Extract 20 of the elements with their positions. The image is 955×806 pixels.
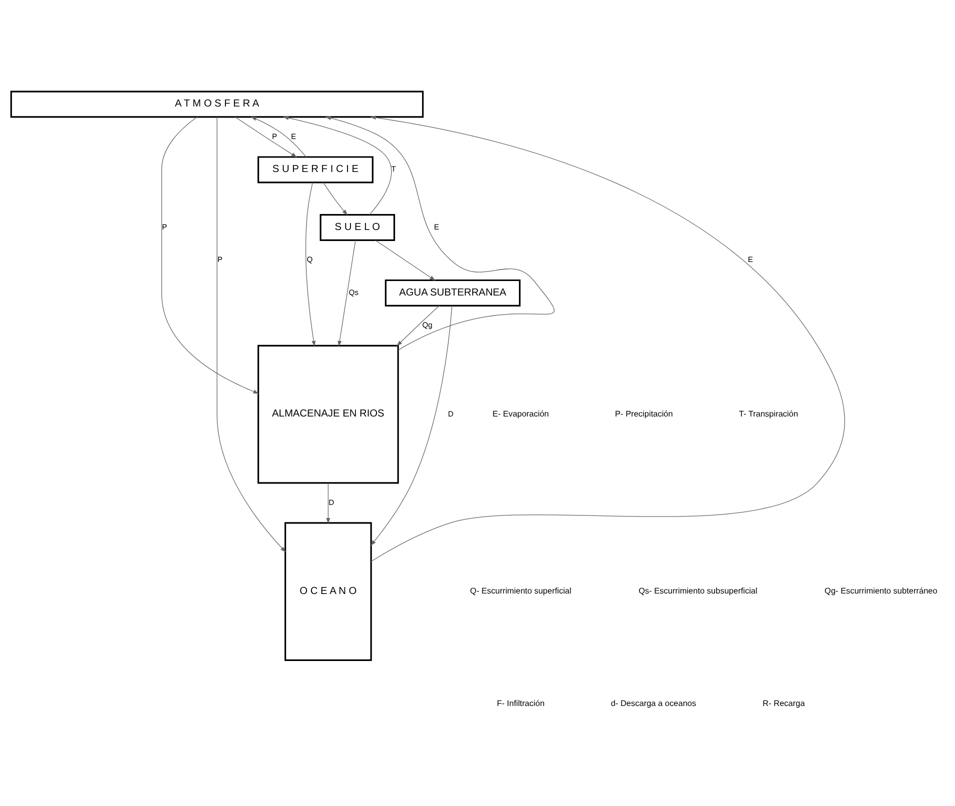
arrow xyxy=(216,116,286,552)
arrow xyxy=(370,304,452,546)
arrow xyxy=(250,116,306,157)
arrow xyxy=(305,182,316,346)
arrow xyxy=(370,115,845,562)
arrow xyxy=(396,304,440,346)
node-box: O C E A N O xyxy=(284,522,372,660)
node-box: AGUA SUBTERRANEA xyxy=(384,278,521,306)
node-box: A T M O S F E R A xyxy=(10,90,424,118)
node-box: ALMACENAJE EN RIOS xyxy=(258,344,399,484)
node-box: S U P E R F I C I E xyxy=(258,156,374,183)
arrow xyxy=(322,182,348,215)
arrow xyxy=(325,116,555,350)
arrow xyxy=(161,116,259,394)
arrow xyxy=(338,240,356,346)
arrow xyxy=(375,240,436,280)
arrow xyxy=(282,116,392,214)
arrow xyxy=(234,116,298,157)
arrow xyxy=(326,482,330,524)
node-box: S U E L O xyxy=(320,214,396,240)
